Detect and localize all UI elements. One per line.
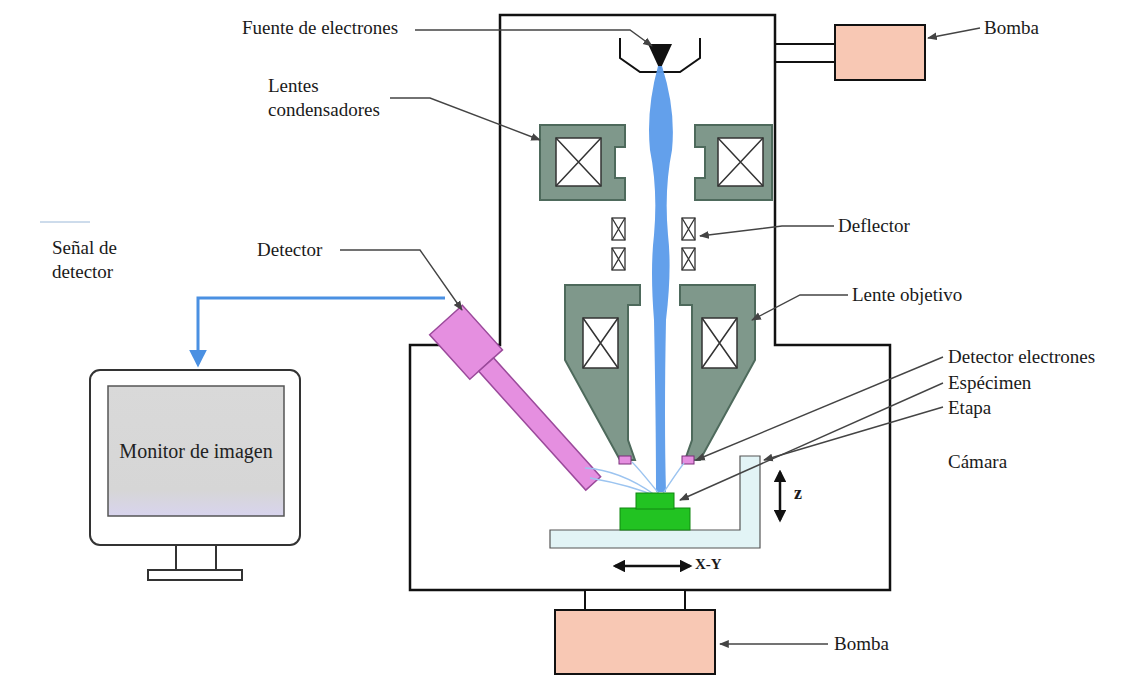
stage (550, 456, 760, 548)
part-label: Bomba (834, 632, 889, 656)
leader-line (340, 28, 980, 644)
signal-label: Señal de detector (52, 236, 152, 284)
vacuum-pump (555, 610, 715, 674)
rule (40, 222, 90, 223)
part-label: Deflector (838, 214, 910, 238)
screen-text: Monitor de imagen (119, 438, 272, 464)
monitor-screen: Monitor de imagen (108, 386, 284, 516)
z-arrow (779, 472, 782, 520)
image-monitor (90, 370, 300, 580)
xy-arrow (615, 565, 690, 568)
vacuum-pump (835, 25, 925, 80)
electron-detector (619, 456, 631, 464)
part-label: Bomba (984, 16, 1039, 40)
side-detector (430, 305, 610, 498)
axis-label: z (794, 482, 802, 505)
column-housing (410, 15, 890, 590)
part-label: Cámara (948, 450, 1007, 474)
objective-lens (565, 285, 755, 460)
electron-detector (682, 456, 694, 464)
part-label: Fuente de electrones (242, 16, 398, 40)
deflector-coil (612, 218, 695, 270)
axis-label: X-Y (695, 555, 722, 574)
part-label: Detector electrones (948, 345, 1095, 369)
electron-beam (649, 66, 673, 492)
part-label: Etapa (948, 396, 991, 420)
condenser-lens (540, 125, 772, 200)
specimen (636, 493, 674, 509)
signal-wire (198, 298, 445, 364)
part-label: Detector (257, 238, 322, 262)
part-label: Lente objetivo (852, 283, 962, 307)
part-label: Lentes condensadores (268, 74, 393, 122)
specimen (620, 508, 690, 530)
part-label: Espécimen (948, 371, 1031, 395)
